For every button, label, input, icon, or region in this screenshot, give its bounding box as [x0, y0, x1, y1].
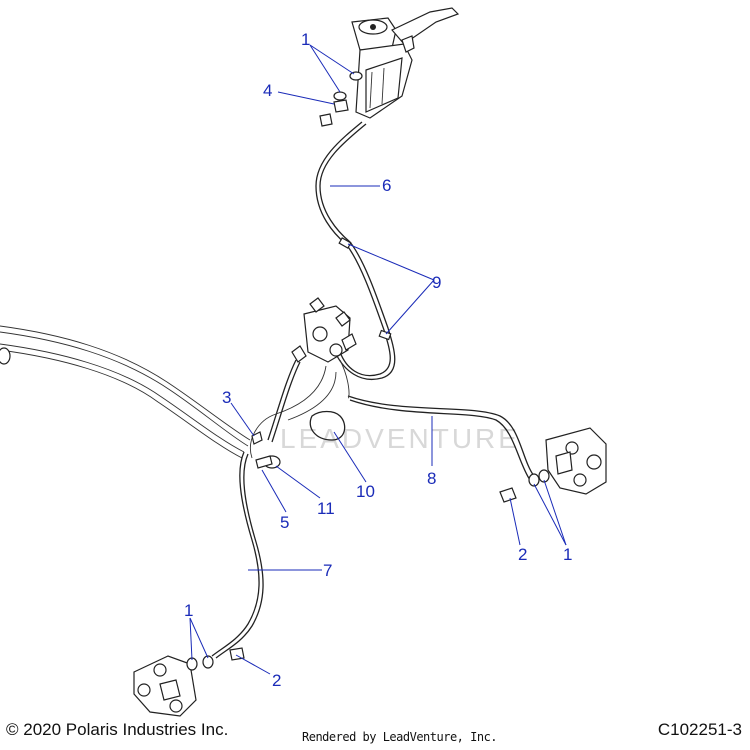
- callout-1-right: 1: [563, 545, 572, 564]
- callout-3: 3: [222, 388, 231, 407]
- leader-lines: [189, 44, 567, 675]
- callout-2-bottom: 2: [272, 671, 281, 690]
- callout-4: 4: [263, 81, 272, 100]
- top-banjo-hardware: [319, 71, 363, 127]
- rendered-by-text: Rendered by LeadVenture, Inc.: [302, 730, 498, 744]
- right-caliper: [545, 427, 607, 495]
- clip-5: [255, 455, 273, 469]
- master-cylinder: [351, 7, 460, 119]
- left-caliper: [133, 655, 197, 717]
- left-banjo-hardware: [186, 647, 245, 671]
- callout-2-right: 2: [518, 545, 527, 564]
- callout-5: 5: [280, 513, 289, 532]
- watermark: LEADVENTURE: [280, 423, 520, 454]
- callout-11: 11: [317, 499, 335, 518]
- callout-1-top: 1: [301, 30, 310, 49]
- brake-line-6: [315, 121, 391, 377]
- callout-9: 9: [432, 273, 441, 292]
- copyright-text: © 2020 Polaris Industries Inc.: [6, 720, 229, 739]
- callout-6: 6: [382, 176, 391, 195]
- callout-7: 7: [323, 561, 332, 580]
- clip-upper: [338, 237, 352, 249]
- junction-block: [291, 297, 357, 363]
- callout-1-bottom: 1: [184, 601, 193, 620]
- diagram-id: C102251-3: [657, 720, 742, 739]
- clip-lower: [378, 329, 392, 341]
- callout-8: 8: [427, 469, 436, 488]
- callout-10: 10: [356, 482, 375, 501]
- right-banjo-hardware: [499, 469, 550, 503]
- callout-labels: 1 4 6 9 3 8 10 11 5 2 1 7 1 2: [184, 30, 572, 690]
